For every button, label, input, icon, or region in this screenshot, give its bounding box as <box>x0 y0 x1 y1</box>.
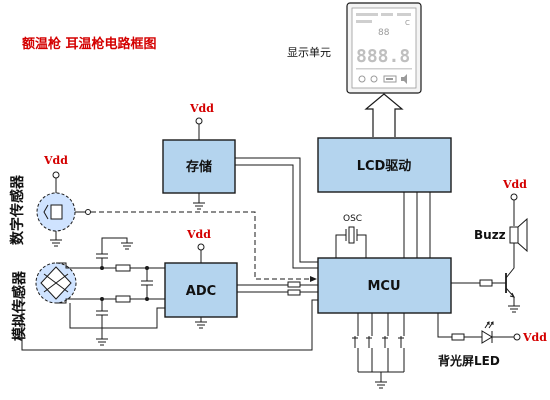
digital-sensor-signal <box>91 211 312 280</box>
backlight-label: 背光屏LED <box>438 353 500 368</box>
storage-bus-line <box>235 164 318 269</box>
backlight-vdd: Vdd <box>513 331 547 344</box>
vdd-terminal <box>195 117 203 125</box>
capacitor <box>96 237 133 268</box>
analog-sensor-label: 模拟传感器 <box>11 270 28 341</box>
signal-arrowhead <box>310 276 317 282</box>
lcd-segment-bar <box>356 20 372 23</box>
vdd-label: Vdd <box>186 228 211 241</box>
mcu-label: MCU <box>367 279 400 294</box>
lcd-driver-block <box>317 137 452 193</box>
lcd-driver-label: LCD驱动 <box>357 159 412 174</box>
ground-symbol <box>193 202 205 210</box>
lcd-display-unit: 88 C 888.8 <box>346 2 422 94</box>
vdd-terminal <box>52 171 60 179</box>
resistor <box>451 333 465 341</box>
digital-sensor-icon <box>36 192 76 247</box>
storage-label: 存储 <box>186 159 212 175</box>
speaker-icon <box>401 74 407 84</box>
battery-icon <box>383 75 397 83</box>
resistor <box>115 295 131 303</box>
resistor <box>287 281 301 288</box>
adc-vdd: Vdd <box>186 228 211 263</box>
resistor <box>287 289 301 296</box>
lcd-unit: C <box>405 19 410 27</box>
lcd-icon-circle <box>370 75 378 83</box>
resistor <box>115 264 131 272</box>
adc-label: ADC <box>186 284 216 299</box>
vdd-label: Vdd <box>522 331 547 344</box>
vdd-terminal <box>510 193 518 201</box>
vdd-terminal <box>513 333 521 341</box>
ground-symbol <box>195 321 207 329</box>
vdd-label: Vdd <box>502 178 527 191</box>
key-button[interactable] <box>366 336 373 372</box>
display-hollow-arrow <box>364 93 404 137</box>
lcd-segment-bar <box>381 13 393 16</box>
lcd-segment-bar <box>397 13 411 16</box>
digital-sensor-label: 数字传感器 <box>9 174 26 245</box>
buzzer-label: Buzz <box>474 228 506 242</box>
buzzer-icon <box>509 217 528 253</box>
diagram-title: 额温枪 耳温枪电路框图 <box>22 36 157 52</box>
digital-sensor-vdd: Vdd <box>43 154 68 193</box>
digital-sensor-terminal <box>85 209 91 215</box>
analog-sensor-icon <box>35 262 77 304</box>
display-unit-label: 显示单元 <box>287 46 331 59</box>
lcd-segment-bar <box>356 13 378 16</box>
backlight-line <box>437 313 452 338</box>
lcd-small-digits: 88 <box>378 28 390 38</box>
key-button[interactable] <box>352 336 359 372</box>
battery-level-icon <box>386 78 393 80</box>
capacitor <box>141 268 153 299</box>
lcd-divider <box>356 68 412 70</box>
lcd-main-digits: 888.8 <box>356 46 410 67</box>
storage-bus-line <box>235 157 318 263</box>
analog-return-line <box>21 292 318 351</box>
storage-vdd: Vdd <box>189 102 214 140</box>
ground-symbol <box>375 381 387 389</box>
key-button[interactable] <box>398 336 405 372</box>
vdd-label: Vdd <box>189 102 214 115</box>
mcu-block <box>317 257 452 314</box>
led-icon <box>481 321 494 344</box>
lcd-icon-circle <box>358 75 366 83</box>
osc-label: OSC <box>343 214 362 224</box>
analog-ref-line <box>69 303 165 329</box>
vdd-label: Vdd <box>43 154 68 167</box>
vdd-terminal <box>197 243 205 251</box>
osc-crystal <box>335 226 367 258</box>
capacitor <box>96 299 108 346</box>
key-buttons <box>352 313 405 389</box>
transistor-icon <box>492 262 520 313</box>
key-button[interactable] <box>382 336 389 372</box>
resistor <box>479 279 493 287</box>
buzzer-vdd: Vdd <box>502 178 527 226</box>
